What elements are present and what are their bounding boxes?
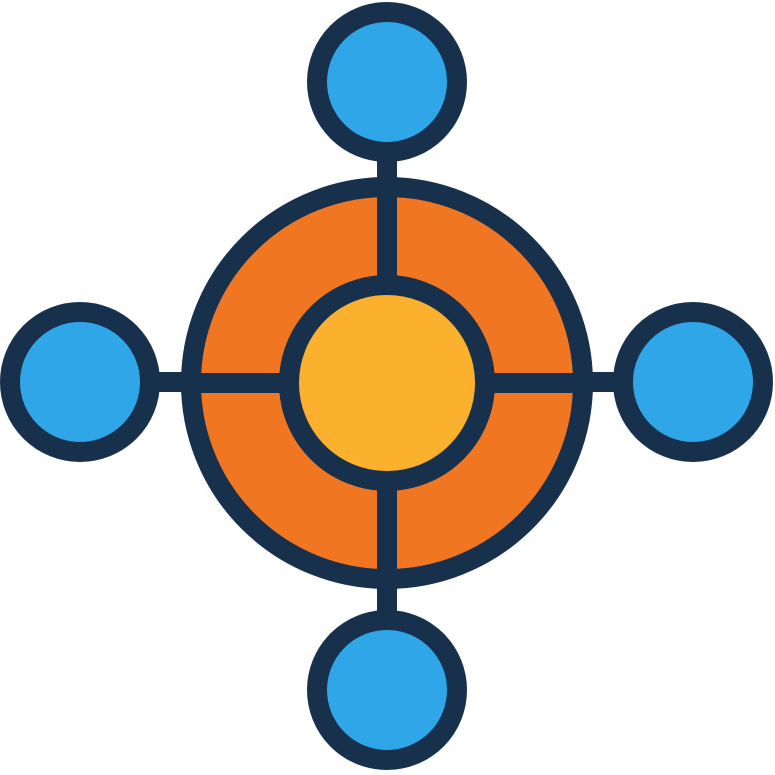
node-bottom bbox=[307, 610, 467, 770]
ring-spokes bbox=[193, 190, 582, 576]
node-top bbox=[307, 2, 467, 162]
center-core bbox=[279, 275, 495, 491]
node-left bbox=[0, 302, 160, 462]
node-right bbox=[613, 302, 773, 462]
